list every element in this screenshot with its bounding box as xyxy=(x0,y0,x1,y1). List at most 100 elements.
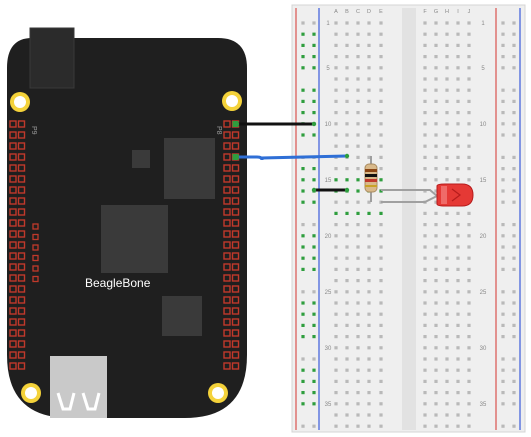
rail-hole xyxy=(501,234,505,238)
breadboard-hole xyxy=(345,144,349,148)
header-pin xyxy=(223,362,231,370)
breadboard-hole xyxy=(434,99,438,103)
header-pin xyxy=(17,329,26,337)
row-number: 25 xyxy=(480,290,487,296)
breadboard-hole xyxy=(456,167,460,171)
breadboard-hole xyxy=(367,323,371,327)
breadboard-hole xyxy=(423,133,427,137)
breadboard-hole xyxy=(434,77,438,81)
board-name: BeagleBone xyxy=(85,276,151,290)
breadboard-hole xyxy=(445,245,449,249)
breadboard-hole xyxy=(423,32,427,36)
rail-hole xyxy=(501,267,505,271)
breadboard-hole xyxy=(434,357,438,361)
breadboard-hole xyxy=(445,267,449,271)
breadboard-hole xyxy=(456,66,460,70)
breadboard-hole xyxy=(445,301,449,305)
breadboard-hole xyxy=(434,312,438,316)
header-pin xyxy=(231,186,240,194)
header-pin xyxy=(9,186,17,194)
breadboard-hole xyxy=(345,200,349,204)
breadboard-hole xyxy=(367,234,371,238)
rail-hole xyxy=(501,256,505,260)
breadboard-hole xyxy=(367,200,371,204)
rail-hole xyxy=(501,178,505,182)
breadboard-hole xyxy=(467,55,471,59)
column-letter: F xyxy=(423,9,427,15)
breadboard-hole xyxy=(334,178,338,182)
breadboard-hole xyxy=(445,279,449,283)
rail-hole xyxy=(301,256,305,260)
breadboard-hole xyxy=(445,133,449,137)
breadboard-hole xyxy=(445,77,449,81)
breadboard-hole xyxy=(456,43,460,47)
breadboard-hole xyxy=(434,122,438,126)
breadboard-hole xyxy=(334,424,338,428)
breadboard-hole xyxy=(367,144,371,148)
breadboard-hole xyxy=(445,256,449,260)
rail-hole xyxy=(501,43,505,47)
mounting-hole-bottom-left-center xyxy=(25,387,37,399)
debug-pin xyxy=(32,223,39,230)
rail-hole xyxy=(512,122,516,126)
breadboard-hole xyxy=(434,144,438,148)
breadboard-hole xyxy=(467,211,471,215)
breadboard-hole xyxy=(445,167,449,171)
rail-hole xyxy=(301,133,305,137)
breadboard-hole xyxy=(356,391,360,395)
column-letter: D xyxy=(367,9,371,15)
breadboard-hole xyxy=(434,279,438,283)
breadboard-hole xyxy=(334,122,338,126)
breadboard-hole xyxy=(334,32,338,36)
breadboard-hole xyxy=(423,379,427,383)
breadboard-hole xyxy=(456,357,460,361)
rail-hole xyxy=(501,312,505,316)
breadboard-hole xyxy=(434,55,438,59)
breadboard-hole xyxy=(334,66,338,70)
breadboard-hole xyxy=(445,323,449,327)
breadboard-hole xyxy=(379,144,383,148)
breadboard-hole xyxy=(423,357,427,361)
header-pin xyxy=(231,175,240,183)
row-number: 10 xyxy=(325,122,332,128)
breadboard-hole xyxy=(434,256,438,260)
breadboard-hole xyxy=(423,290,427,294)
breadboard-hole xyxy=(334,167,338,171)
breadboard-hole xyxy=(434,200,438,204)
header-pin xyxy=(223,164,231,172)
breadboard-hole xyxy=(345,133,349,137)
rail-hole xyxy=(312,88,316,92)
breadboard-hole xyxy=(467,346,471,350)
rail-hole xyxy=(301,245,305,249)
breadboard-hole xyxy=(356,189,360,193)
resistor xyxy=(364,156,378,202)
breadboard-hole xyxy=(356,279,360,283)
breadboard-hole xyxy=(334,211,338,215)
header-pin xyxy=(17,197,26,205)
rail-hole xyxy=(301,391,305,395)
debug-pin xyxy=(32,275,39,283)
breadboard-hole xyxy=(356,133,360,137)
header-pin xyxy=(223,351,231,359)
breadboard-hole xyxy=(367,223,371,227)
breadboard-hole xyxy=(345,267,349,271)
breadboard-hole xyxy=(456,245,460,249)
breadboard-hole xyxy=(434,402,438,406)
header-p9 xyxy=(9,120,26,370)
rail-hole xyxy=(512,21,516,25)
rail-hole xyxy=(501,167,505,171)
breadboard-hole xyxy=(356,223,360,227)
breadboard-hole xyxy=(456,312,460,316)
breadboard-hole xyxy=(379,391,383,395)
breadboard-hole xyxy=(456,402,460,406)
processor-chip xyxy=(101,205,168,273)
breadboard-hole xyxy=(356,346,360,350)
breadboard-hole xyxy=(334,301,338,305)
rail-hole xyxy=(312,234,316,238)
breadboard-hole xyxy=(467,402,471,406)
rail-hole xyxy=(512,99,516,103)
row-number: 20 xyxy=(325,234,332,240)
rail-hole xyxy=(501,290,505,294)
